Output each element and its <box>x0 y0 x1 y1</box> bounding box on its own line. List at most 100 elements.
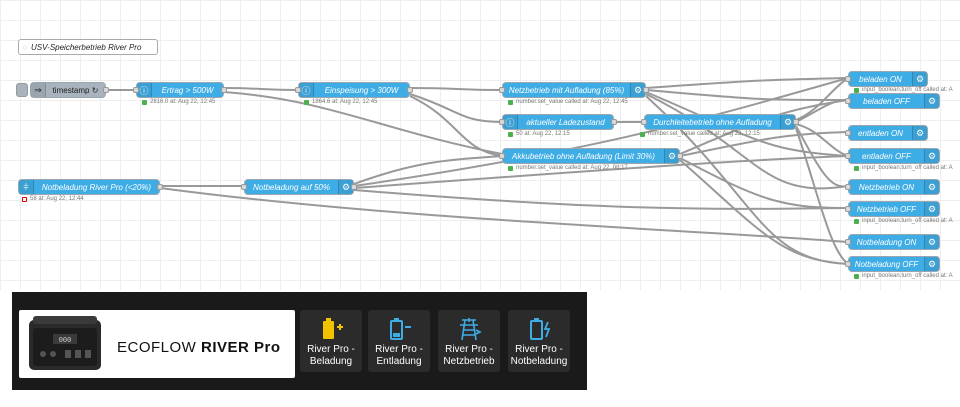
input-port[interactable] <box>499 87 505 93</box>
card-entladung[interactable]: River Pro - Entladung <box>368 310 430 372</box>
wire <box>353 77 849 187</box>
node-label: Notbeladung OFF <box>854 259 919 269</box>
notbeladung-on-node[interactable]: Notbeladung ON ⚙ <box>845 234 940 250</box>
service-icon: ⚙ <box>924 202 939 216</box>
card-netzbetrieb[interactable]: River Pro - Netzbetrieb <box>438 310 500 372</box>
input-port[interactable] <box>845 153 851 159</box>
service-icon: ⚙ <box>630 83 645 97</box>
einspeisung-node[interactable]: ⓘ Einspeisung > 300W <box>295 82 413 98</box>
switch-icon: ⫩ <box>19 180 34 194</box>
card-label-line1: River Pro - <box>307 344 355 355</box>
output-port[interactable] <box>793 119 799 125</box>
service-icon: ⚙ <box>924 149 939 163</box>
card-beladung[interactable]: River Pro - Beladung <box>300 310 362 372</box>
beladen-off-node[interactable]: beladen OFF ⚙ <box>845 93 940 109</box>
service-icon: ⚙ <box>338 180 353 194</box>
output-port[interactable] <box>407 87 413 93</box>
input-port[interactable] <box>845 261 851 267</box>
comment-icon: ◌ <box>22 42 28 52</box>
card-label-line2: Entladung <box>376 356 422 367</box>
node-status: 50 at: Aug 22, 12:15 <box>508 131 570 137</box>
node-status: input_boolean.turn_off called at: A <box>854 218 953 224</box>
input-port[interactable] <box>845 130 851 136</box>
node-status: input_boolean.turn_off called at: A <box>854 273 953 279</box>
inject-button[interactable] <box>16 83 28 97</box>
device-card[interactable]: 000 ECOFLOW RIVER Pro <box>19 310 295 378</box>
card-label-line2: Beladung <box>309 356 353 367</box>
output-port[interactable] <box>103 87 109 93</box>
service-icon: ⚙ <box>924 180 939 194</box>
entladen-off-node[interactable]: entladen OFF ⚙ <box>845 148 940 164</box>
wire <box>679 131 849 157</box>
card-label-line2: Netzbetrieb <box>443 356 495 367</box>
card-label-line1: River Pro - <box>375 344 423 355</box>
ertrag-node[interactable]: ⓘ Ertrag > 500W <box>133 82 227 98</box>
output-port[interactable] <box>221 87 227 93</box>
wire <box>645 93 849 190</box>
node-status: 1864.6 at: Aug 22, 12:45 <box>304 99 377 105</box>
wire <box>159 187 849 243</box>
node-label: Notbeladung River Pro (<20%) <box>41 182 152 192</box>
node-label: beladen ON <box>859 74 902 84</box>
input-port[interactable] <box>133 87 139 93</box>
output-port[interactable] <box>157 184 163 190</box>
card-label-line1: River Pro - <box>515 344 563 355</box>
beladen-on-node[interactable]: beladen ON ⚙ <box>845 71 928 87</box>
node-label: Notbeladung ON <box>856 237 917 247</box>
node-label: Netzbetrieb mit Aufladung (85%) <box>508 85 625 95</box>
wire <box>795 125 849 188</box>
input-port[interactable] <box>499 153 505 159</box>
input-port[interactable] <box>845 76 851 82</box>
wire <box>645 91 849 157</box>
battery-alert-icon <box>526 316 552 342</box>
input-port[interactable] <box>241 184 247 190</box>
input-port[interactable] <box>295 87 301 93</box>
input-port[interactable] <box>641 119 647 125</box>
battery-minus-icon <box>386 316 412 342</box>
card-notbeladung[interactable]: River Pro - Notbeladung <box>508 310 570 372</box>
service-icon: ⚙ <box>912 72 927 86</box>
device-display: 000 <box>59 337 72 345</box>
input-port[interactable] <box>845 239 851 245</box>
notbeladung-river-node[interactable]: ⫩ Notbeladung River Pro (<20%) <box>18 179 163 195</box>
flow-canvas[interactable]: ◌ USV-Speicherbetrieb River Pro ⇒ timest… <box>0 0 960 290</box>
durchleitebetrieb-node[interactable]: Durchleitebetrieb ohne Aufladung ⚙ <box>641 114 799 130</box>
netzbetrieb-aufladung-node[interactable]: Netzbetrieb mit Aufladung (85%) ⚙ <box>499 82 649 98</box>
input-port[interactable] <box>845 184 851 190</box>
power-station-image: 000 <box>29 316 101 370</box>
ladezustand-node[interactable]: ⓘ aktueller Ladezustand <box>499 114 617 130</box>
info-icon: ⓘ <box>299 83 314 97</box>
node-label: Einspeisung > 300W <box>324 85 399 95</box>
input-port[interactable] <box>845 206 851 212</box>
node-status: input_boolean.turn_off called at: A <box>854 165 953 171</box>
flow-comment[interactable]: ◌ USV-Speicherbetrieb River Pro <box>18 39 158 55</box>
dashboard-panel: 000 ECOFLOW RIVER Pro River Pro - Beladu… <box>12 292 587 390</box>
battery-charging-icon <box>318 316 344 342</box>
output-port[interactable] <box>351 184 357 190</box>
wire <box>223 87 299 91</box>
output-port[interactable] <box>611 119 617 125</box>
output-port[interactable] <box>677 153 683 159</box>
input-port[interactable] <box>499 119 505 125</box>
service-icon: ⚙ <box>924 235 939 249</box>
timestamp-node[interactable]: ⇒ timestamp ↻ <box>30 82 109 98</box>
node-status: number.set_value called at: Aug 22, 12:4… <box>508 99 628 105</box>
output-port[interactable] <box>643 87 649 93</box>
notbeladung-off-node[interactable]: Notbeladung OFF ⚙ <box>845 256 940 272</box>
input-port[interactable] <box>845 98 851 104</box>
transmission-tower-icon <box>456 316 482 342</box>
node-label: Durchleitebetrieb ohne Aufladung <box>653 117 772 127</box>
entladen-on-node[interactable]: entladen ON ⚙ <box>845 125 928 141</box>
akkubetrieb-node[interactable]: Akkubetrieb ohne Aufladung (Limit 30%) ⚙ <box>499 148 683 164</box>
flow-comment-text: USV-Speicherbetrieb River Pro <box>31 42 142 52</box>
service-icon: ⚙ <box>664 149 679 163</box>
node-label: entladen OFF <box>862 151 911 161</box>
info-icon: ⓘ <box>137 83 152 97</box>
netzbetrieb-on-node[interactable]: Netzbetrieb ON ⚙ <box>845 179 940 195</box>
netzbetrieb-off-node[interactable]: Netzbetrieb OFF ⚙ <box>845 201 940 217</box>
notbeladung-50-node[interactable]: Notbeladung auf 50% ⚙ <box>241 179 357 195</box>
wire <box>795 127 849 265</box>
wire <box>409 87 503 91</box>
node-label: Ertrag > 500W <box>161 85 214 95</box>
wire <box>223 91 503 155</box>
